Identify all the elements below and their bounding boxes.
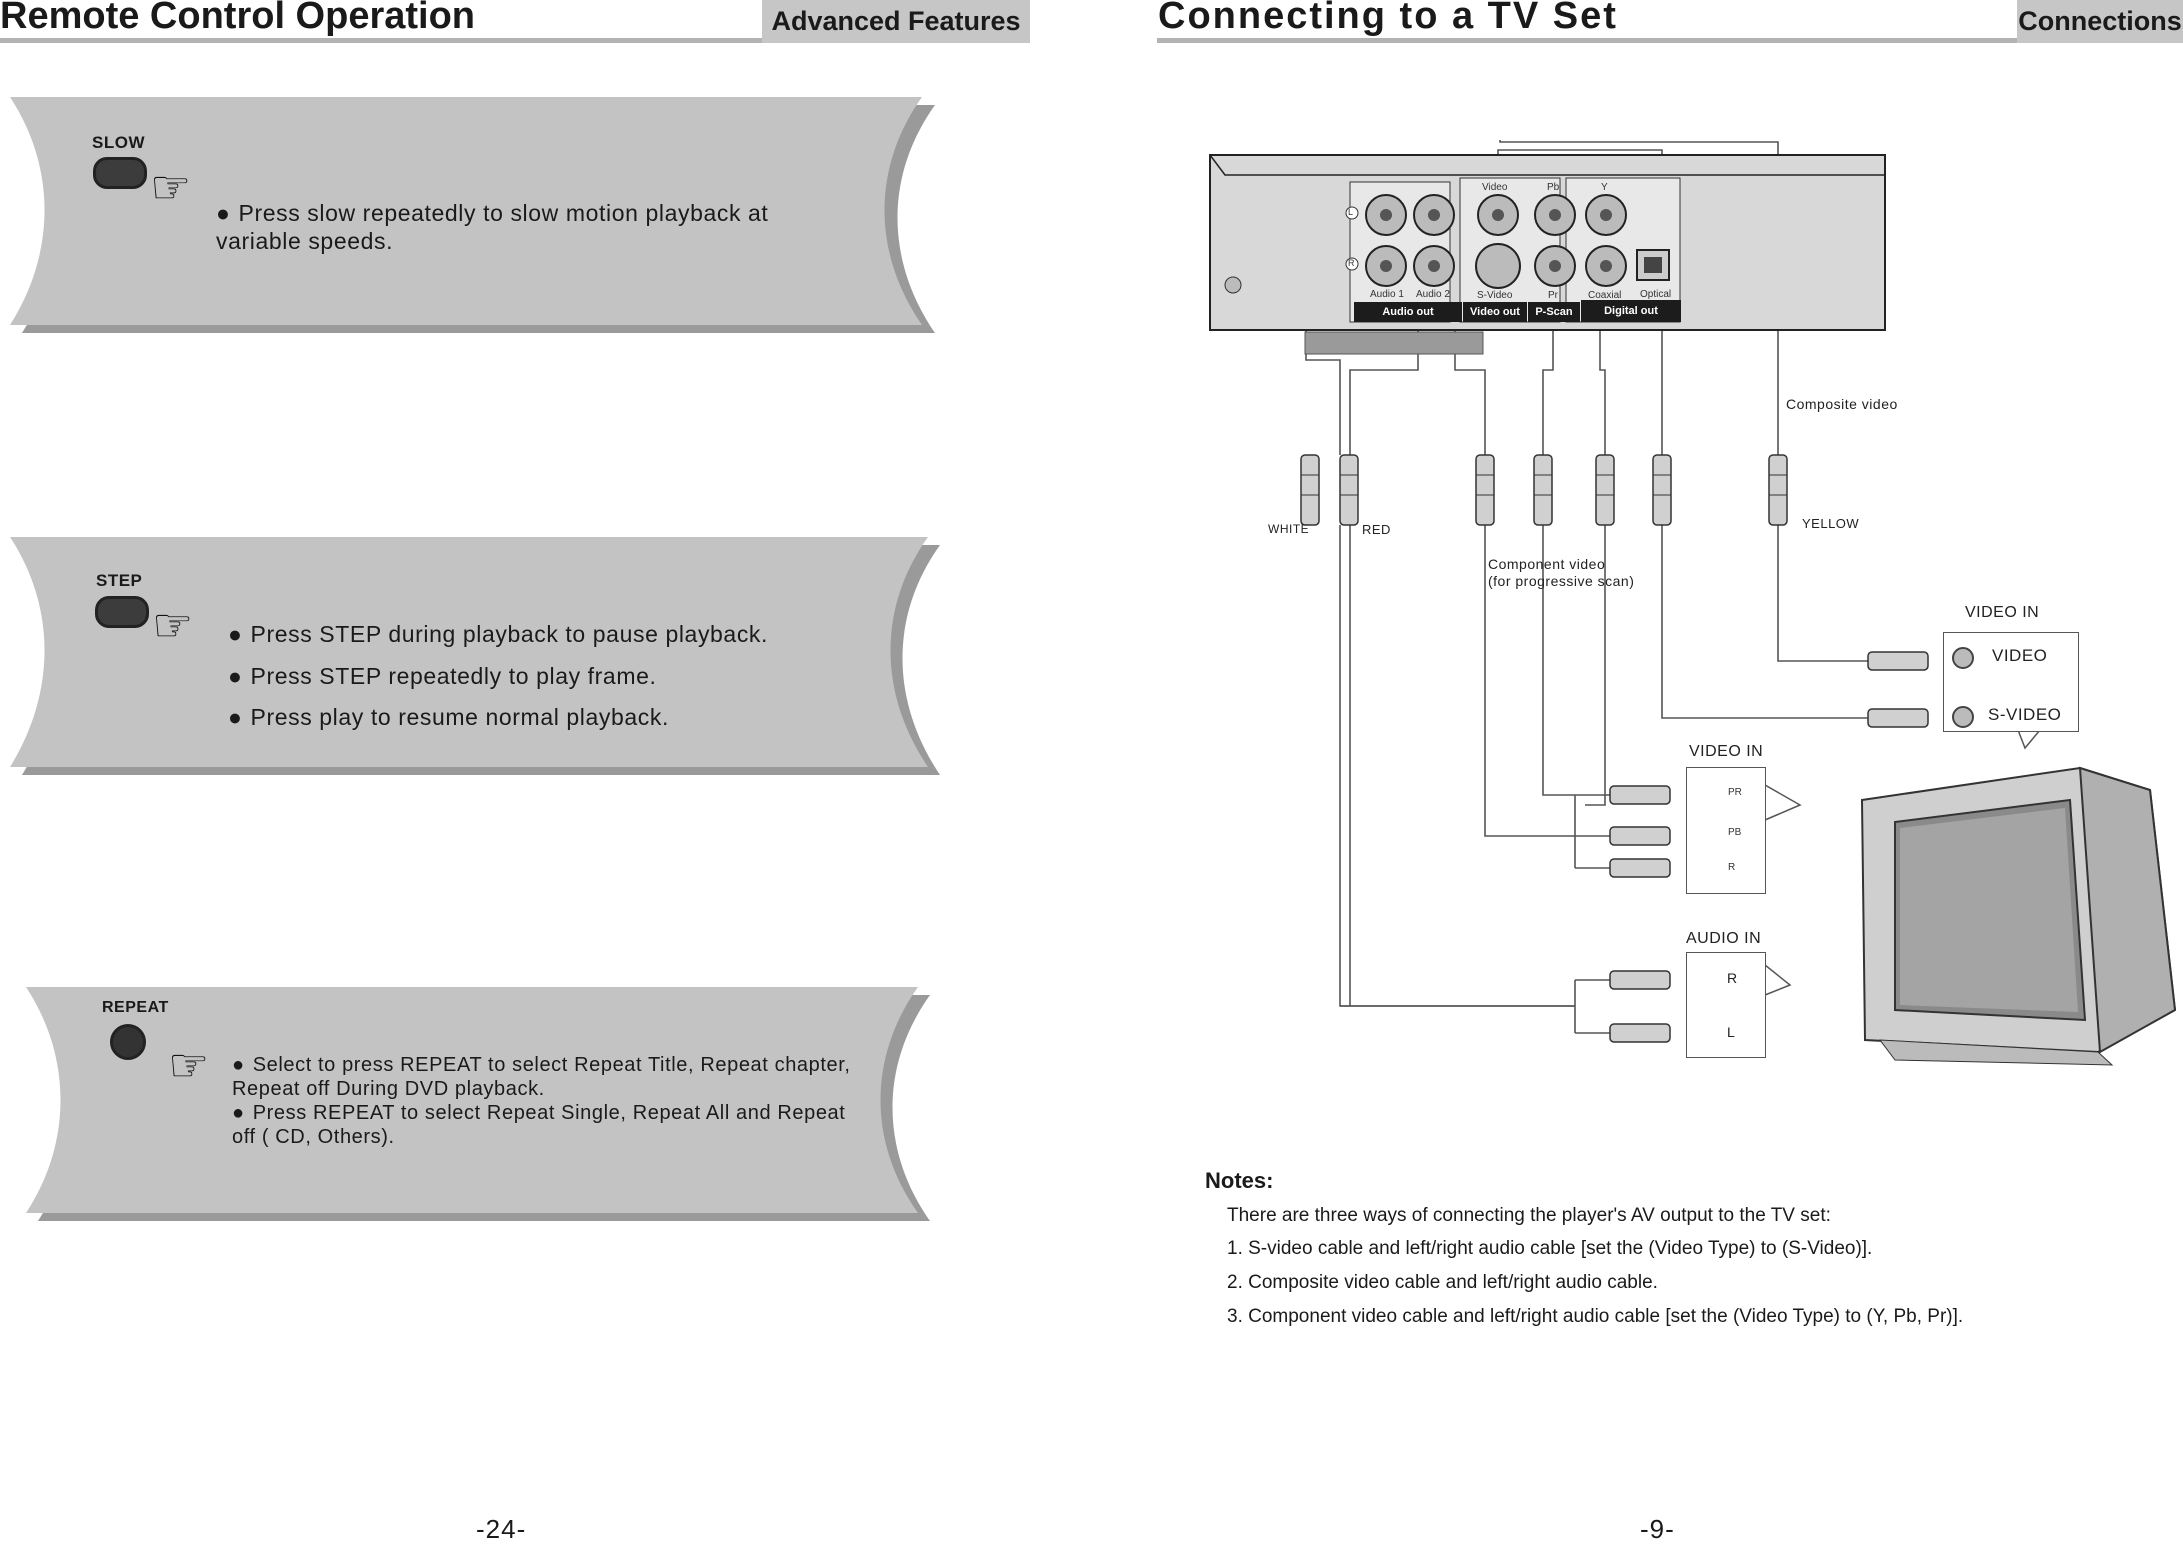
panel-label-r: R — [1348, 258, 1355, 268]
pr-port-label: PR — [1728, 787, 1742, 798]
step-text-line-2: Press STEP repeatedly to play frame. — [228, 662, 656, 692]
pointing-hand-icon: ☞ — [168, 1038, 210, 1092]
repeat-text-line-3: Press REPEAT to select Repeat Single, Re… — [232, 1100, 845, 1126]
repeat-text-line-1: Select to press REPEAT to select Repeat … — [232, 1052, 851, 1078]
video-jack-icon — [1952, 647, 1974, 669]
panel-label-audio2: Audio 2 — [1416, 289, 1450, 300]
audio-in-box — [1686, 952, 1766, 1058]
slow-banner — [10, 97, 935, 333]
notes-heading: Notes: — [1205, 1168, 1274, 1193]
yellow-label: YELLOW — [1802, 516, 1860, 531]
step-banner — [10, 537, 940, 775]
pb-port-label: PB — [1728, 827, 1742, 838]
video-in-title: VIDEO IN — [1965, 604, 2040, 621]
component-in-title: VIDEO IN — [1689, 743, 1764, 760]
page-title: Remote Control Operation — [0, 0, 476, 37]
video-out-bar: Video out — [1463, 302, 1527, 322]
audio-r-label: R — [1727, 970, 1738, 986]
page-title: Connecting to a TV Set — [1158, 0, 1618, 37]
panel-label-audio1: Audio 1 — [1370, 289, 1404, 300]
header-rule — [1157, 38, 2017, 43]
audio-l-label: L — [1727, 1024, 1736, 1040]
step-text-line-1: Press STEP during playback to pause play… — [228, 620, 768, 650]
page-number: -9- — [1640, 1514, 1675, 1544]
pointing-hand-icon: ☞ — [150, 160, 192, 214]
audio-in-title: AUDIO IN — [1686, 930, 1762, 947]
svideo-port-label: S-VIDEO — [1988, 705, 2062, 724]
progressive-scan-label: (for progressive scan) — [1488, 573, 1635, 589]
slow-button-icon — [93, 157, 147, 189]
repeat-button-icon — [110, 1024, 146, 1060]
composite-video-label: Composite video — [1786, 396, 1898, 412]
video-port-label: VIDEO — [1992, 646, 2048, 665]
panel-label-pr: Pr — [1548, 290, 1558, 301]
panel-label-optical: Optical — [1640, 289, 1672, 300]
header-rule — [0, 38, 762, 43]
slow-button-label: SLOW — [92, 133, 145, 152]
panel-label-svideo: S-Video — [1477, 290, 1513, 301]
repeat-banner — [26, 987, 930, 1221]
slow-text-line-2: variable speeds. — [216, 228, 394, 254]
audio-out-bar: Audio out — [1354, 302, 1462, 322]
r-port-label: R — [1728, 862, 1736, 873]
section-tab: Advanced Features — [762, 0, 1030, 43]
step-text-line-3: Press play to resume normal playback. — [228, 703, 669, 733]
panel-label-l: L — [1348, 207, 1354, 217]
note-line: There are three ways of connecting the p… — [1227, 1205, 1831, 1226]
digital-out-bar: Digital out — [1581, 300, 1681, 322]
repeat-button-label: REPEAT — [102, 999, 169, 1016]
slow-text-line-1: Press slow repeatedly to slow motion pla… — [216, 199, 768, 229]
component-video-label: Component video — [1488, 556, 1606, 572]
svideo-jack-icon — [1952, 706, 1974, 728]
step-button-icon — [95, 596, 149, 628]
white-label: WHITE — [1268, 522, 1310, 536]
note-line: 2. Composite video cable and left/right … — [1227, 1272, 1658, 1293]
step-button-label: STEP — [96, 571, 143, 590]
note-line: 3. Component video cable and left/right … — [1227, 1306, 1964, 1327]
component-in-box — [1686, 767, 1766, 894]
note-line: 1. S-video cable and left/right audio ca… — [1227, 1238, 1873, 1259]
pointing-hand-icon: ☞ — [152, 598, 194, 652]
section-tab: Connections — [2017, 0, 2183, 43]
panel-label-pb: Pb — [1547, 182, 1560, 193]
panel-label-y: Y — [1601, 182, 1608, 193]
repeat-text-line-2: Repeat off During DVD playback. — [232, 1078, 545, 1100]
repeat-text-line-4: off ( CD, Others). — [232, 1126, 395, 1148]
p-scan-bar: P-Scan — [1528, 302, 1580, 322]
panel-label-video: Video — [1482, 182, 1508, 193]
panel-label-coaxial: Coaxial — [1588, 290, 1622, 301]
red-label: RED — [1362, 522, 1391, 537]
